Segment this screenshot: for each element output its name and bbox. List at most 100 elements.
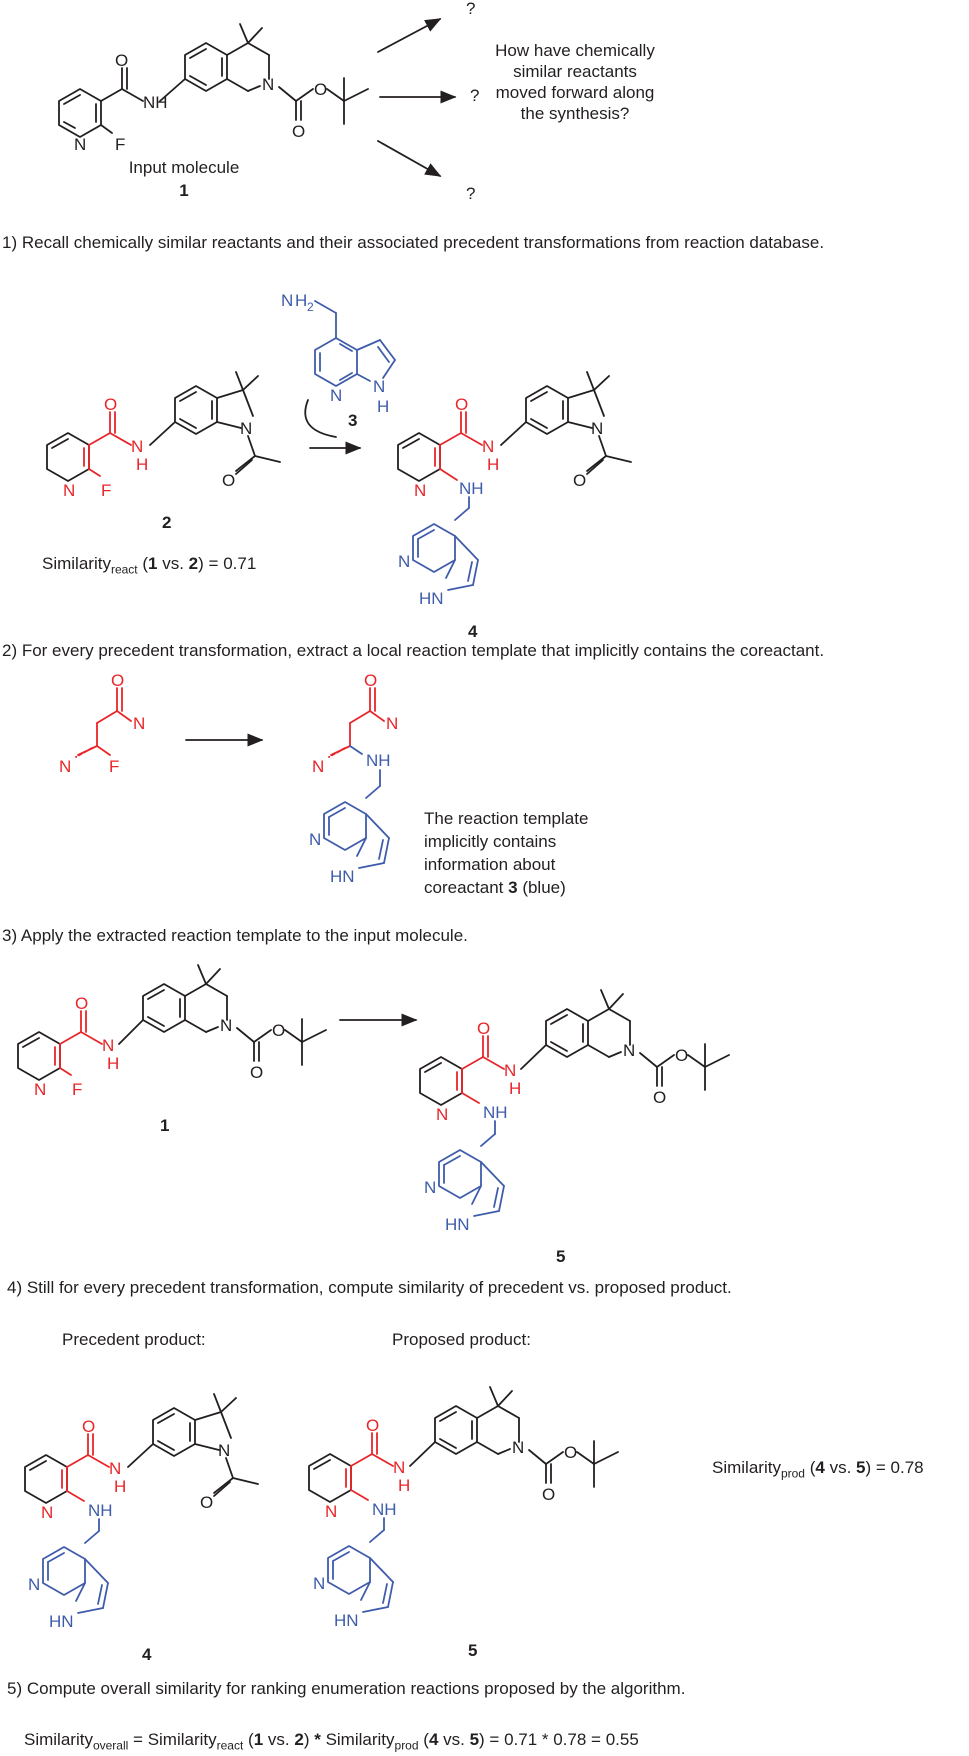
atom-f-5: F bbox=[72, 1080, 82, 1099]
atom-n-2: N bbox=[63, 481, 75, 500]
question-line-1: How have chemically bbox=[495, 41, 655, 60]
atom-n-4d: N bbox=[591, 419, 603, 438]
atom-n-5c: N bbox=[220, 1016, 232, 1035]
atom-h-6: H bbox=[509, 1079, 521, 1098]
atom-o-6: O bbox=[477, 1019, 490, 1038]
atom-n-6d: N bbox=[623, 1041, 635, 1060]
atom-n-8: N bbox=[325, 1502, 337, 1521]
atom-o-8e: O bbox=[564, 1443, 577, 1462]
atom-h-7: H bbox=[114, 1477, 126, 1496]
atom-o-6d: O bbox=[653, 1088, 666, 1107]
atom-2-3: 2 bbox=[307, 300, 314, 314]
atom-n-3a: N bbox=[281, 291, 293, 310]
atom-h-5: H bbox=[107, 1054, 119, 1073]
atom-n-t2: N bbox=[386, 714, 398, 733]
atom-n-3b: N bbox=[330, 386, 342, 405]
atom-f-t1: F bbox=[109, 757, 119, 776]
atom-n-5: N bbox=[34, 1080, 46, 1099]
atom-o-2: O bbox=[104, 395, 117, 414]
atom-h-3: H bbox=[295, 291, 307, 310]
similarity-prod-value: Similarityprod (4 vs. 5) = 0.78 bbox=[712, 1458, 924, 1481]
unknown-3: ? bbox=[466, 184, 475, 203]
compound-label-4-step4: 4 bbox=[142, 1645, 152, 1664]
atom-n-1: N bbox=[74, 135, 86, 154]
compound-label-1-top: 1 bbox=[179, 181, 189, 200]
unknown-2: ? bbox=[470, 86, 479, 105]
atom-n-7c: N bbox=[28, 1575, 40, 1594]
atom-hn-4: HN bbox=[419, 589, 444, 608]
question-text: How have chemically similar reactants mo… bbox=[470, 40, 680, 124]
atom-o-8: O bbox=[366, 1416, 379, 1435]
atom-f-1: F bbox=[115, 135, 125, 154]
atom-n-7: N bbox=[41, 1503, 53, 1522]
atom-n-t2b: N bbox=[312, 757, 324, 776]
atom-h-3b: H bbox=[377, 397, 389, 416]
compound-label-2: 2 bbox=[162, 513, 171, 532]
similarity-react-value: Similarityreact (1 vs. 2) = 0.71 bbox=[42, 554, 257, 577]
reaction-template-left: O N N F bbox=[59, 671, 145, 776]
atom-f-2: F bbox=[101, 481, 111, 500]
atom-h-8: H bbox=[398, 1476, 410, 1495]
atom-hn-7: HN bbox=[49, 1612, 74, 1631]
molecule-5-step3: N O N H NH N HN N O O bbox=[419, 989, 730, 1234]
atom-o-1c: O bbox=[314, 80, 327, 99]
atom-n-2c: N bbox=[240, 419, 252, 438]
atom-n-7b: N bbox=[109, 1459, 121, 1478]
atom-o-4d: O bbox=[573, 471, 586, 490]
compound-label-3: 3 bbox=[348, 411, 357, 430]
question-line-3: moved forward along bbox=[495, 83, 655, 102]
step-3-text: 3) Apply the extracted reaction template… bbox=[2, 926, 468, 945]
atom-n-5b: N bbox=[102, 1036, 114, 1055]
atom-o-4: O bbox=[455, 395, 468, 414]
atom-n-2b: N bbox=[131, 437, 143, 456]
atom-o-5d: O bbox=[272, 1021, 285, 1040]
atom-nh-7: NH bbox=[88, 1501, 113, 1520]
input-caption: Input molecule bbox=[128, 158, 240, 177]
template-note: The reaction template implicitly contain… bbox=[424, 809, 589, 897]
compound-label-4-top: 4 bbox=[468, 622, 478, 641]
atom-n-t1: N bbox=[133, 714, 145, 733]
atom-o-5c: O bbox=[250, 1063, 263, 1082]
atom-nh-t2: NH bbox=[366, 751, 391, 770]
reaction-template-right: O N N NH N HN bbox=[309, 671, 398, 886]
atom-o-5: O bbox=[75, 994, 88, 1013]
atom-n-6c: N bbox=[424, 1178, 436, 1197]
atom-n-4b: N bbox=[482, 437, 494, 456]
molecule-1-input: N F O NH N O O bbox=[58, 23, 369, 154]
atom-o-8d: O bbox=[542, 1485, 555, 1504]
atom-n-t2c: N bbox=[309, 830, 321, 849]
precedent-product-title: Precedent product: bbox=[62, 1330, 206, 1349]
atom-n-4c: N bbox=[398, 552, 410, 571]
overall-similarity-equation: Similarityoverall = Similarityreact (1 v… bbox=[24, 1730, 639, 1753]
atom-o-7: O bbox=[82, 1417, 95, 1436]
compound-label-1-step3: 1 bbox=[160, 1116, 169, 1135]
question-line-4: the synthesis? bbox=[520, 104, 630, 123]
atom-n-8c: N bbox=[313, 1574, 325, 1593]
atom-nh-4: NH bbox=[459, 479, 484, 498]
atom-n-6b: N bbox=[504, 1061, 516, 1080]
atom-n-8d: N bbox=[512, 1438, 524, 1457]
molecule-4-step4: N O N H NH N HN N O bbox=[24, 1393, 259, 1631]
atom-n-3c: N bbox=[373, 377, 385, 396]
molecule-4-precedent-product: N O N H NH N HN N O bbox=[397, 371, 632, 608]
step-1-text: 1) Recall chemically similar reactants a… bbox=[2, 233, 825, 252]
atom-o-1b: O bbox=[292, 122, 305, 141]
atom-h-2: H bbox=[136, 455, 148, 474]
proposed-product-title: Proposed product: bbox=[392, 1330, 531, 1349]
atom-nh-8: NH bbox=[372, 1500, 397, 1519]
atom-h-4: H bbox=[487, 455, 499, 474]
molecule-5-step4: N O N H NH N HN N O O bbox=[308, 1386, 619, 1630]
atom-o-2c: O bbox=[222, 471, 235, 490]
atom-nh-6: NH bbox=[483, 1103, 508, 1122]
atom-nh-1: NH bbox=[143, 93, 168, 112]
step-2-text: 2) For every precedent transformation, e… bbox=[2, 641, 825, 660]
molecule-2-precedent-reactant: N F O N H N O bbox=[46, 371, 281, 500]
atom-hn-6: HN bbox=[445, 1215, 470, 1234]
atom-o-t2: O bbox=[364, 671, 377, 690]
molecule-1-step3: N F O N H N O O bbox=[17, 964, 327, 1099]
question-line-2: similar reactants bbox=[513, 62, 637, 81]
step-5-text: 5) Compute overall similarity for rankin… bbox=[7, 1679, 686, 1698]
atom-o-7d: O bbox=[200, 1493, 213, 1512]
atom-n-4: N bbox=[414, 481, 426, 500]
